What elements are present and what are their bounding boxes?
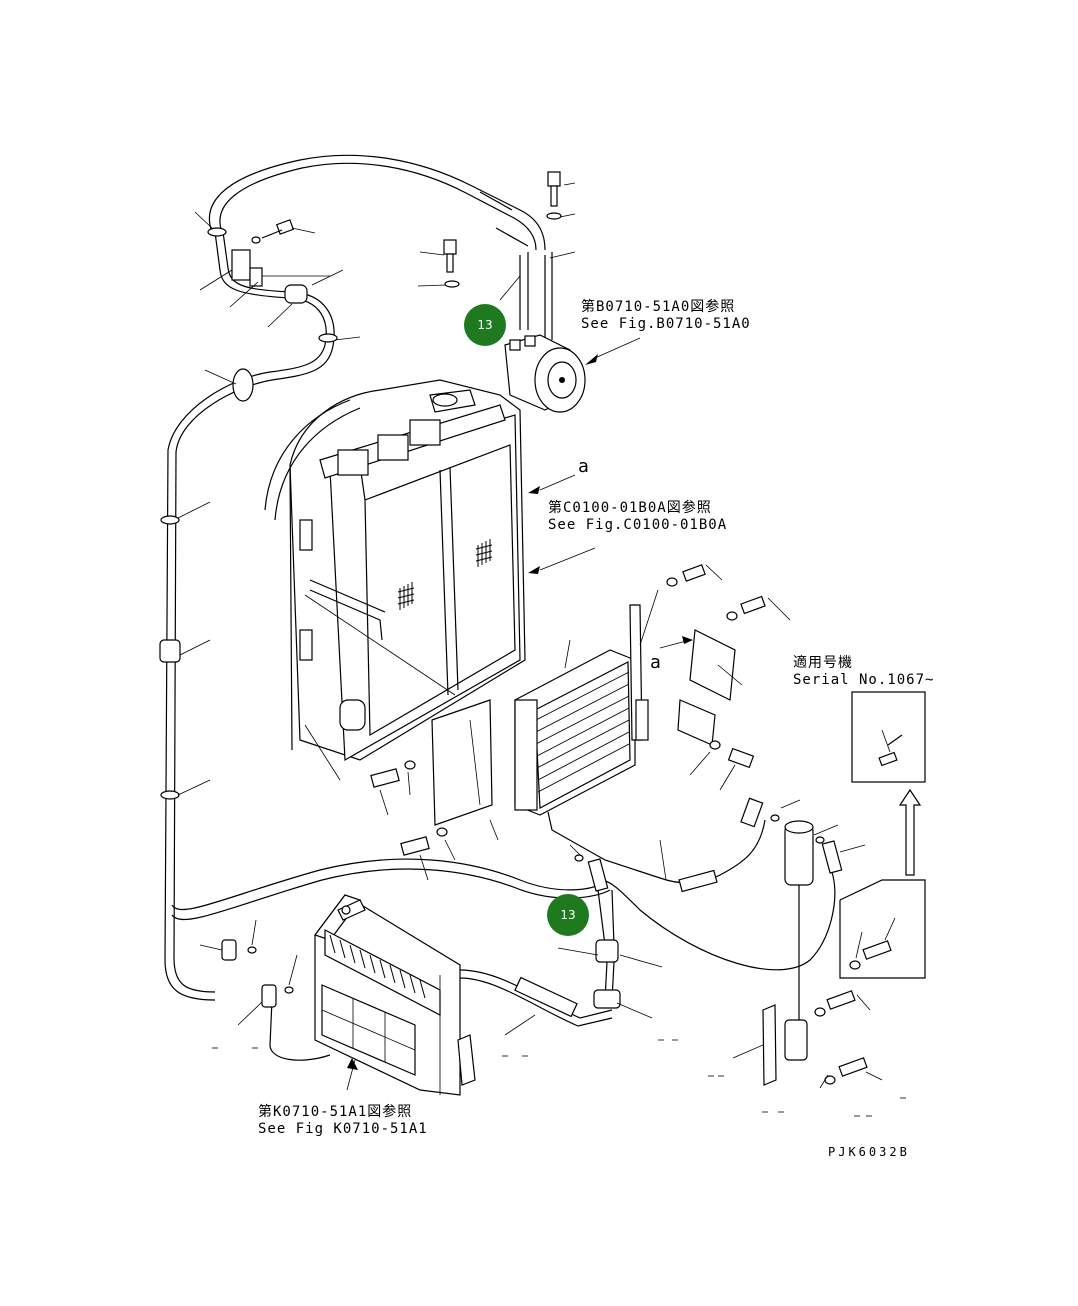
callout-13-bottom[interactable]: 13 bbox=[547, 894, 589, 936]
serial-label-jp: 適用号機 bbox=[793, 655, 853, 671]
radiator-reference-en: See Fig.C0100-01B0A bbox=[548, 517, 728, 533]
marker-a-bracket: a bbox=[650, 652, 662, 673]
mounting-bracket bbox=[370, 699, 499, 881]
callout-number: 13 bbox=[560, 908, 576, 922]
receiver-dryer bbox=[599, 797, 883, 1089]
compressor-reference-jp: 第B0710-51A0図参照 bbox=[581, 299, 736, 315]
serial-detail bbox=[839, 691, 926, 979]
compressor bbox=[504, 334, 641, 413]
compressor-reference-en: See Fig.B0710-51A0 bbox=[581, 316, 751, 332]
top-fasteners bbox=[177, 171, 576, 796]
heater-reference-jp: 第K0710-51A1図参照 bbox=[258, 1104, 413, 1120]
callout-number: 13 bbox=[477, 318, 493, 332]
radiator-reference-jp: 第C0100-01B0A図参照 bbox=[548, 500, 712, 516]
serial-label-en: Serial No.1067~ bbox=[793, 672, 935, 688]
radiator-assembly bbox=[264, 379, 596, 781]
hose-clamps bbox=[159, 227, 338, 800]
lower-hose-assembly bbox=[459, 844, 663, 1036]
callout-13-top[interactable]: 13 bbox=[464, 304, 506, 346]
heater-unit bbox=[199, 894, 476, 1096]
drawing-code: PJK6032B bbox=[828, 1145, 910, 1159]
marker-a-top: a bbox=[578, 456, 590, 477]
heater-reference-en: See Fig K0710-51A1 bbox=[258, 1121, 428, 1137]
condenser bbox=[514, 589, 743, 879]
condenser-fasteners bbox=[666, 564, 791, 791]
dash-marks bbox=[212, 1039, 906, 1117]
top-hose bbox=[208, 154, 553, 340]
